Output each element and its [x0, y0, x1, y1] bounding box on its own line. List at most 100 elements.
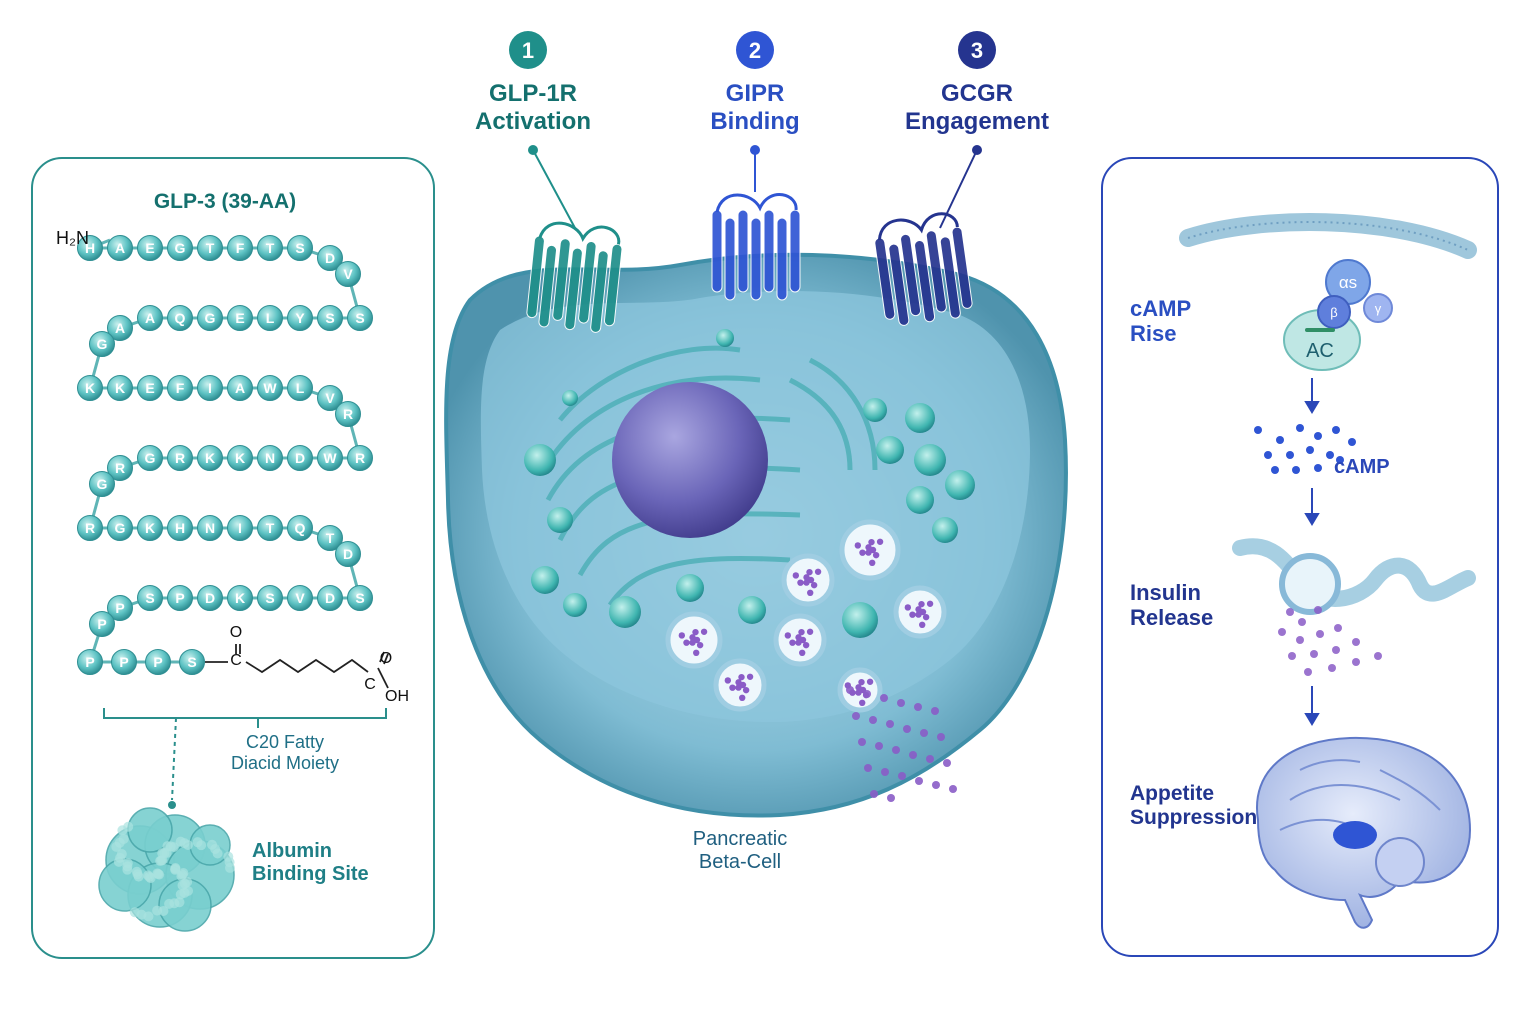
- amino-acid-bead: [107, 515, 133, 541]
- albumin-label: Albumin Binding Site: [252, 840, 369, 885]
- amino-acid-bead: [107, 375, 133, 401]
- amino-acid-bead: [257, 445, 283, 471]
- receptor-loop: [877, 212, 959, 241]
- cerebellum: [1375, 837, 1425, 887]
- released-insulin-particle: [1286, 608, 1294, 616]
- amino-acid-bead: [197, 445, 223, 471]
- released-insulin-particle: [1310, 650, 1318, 658]
- amino-acid-letter: R: [115, 460, 125, 476]
- amino-acid-letter: G: [115, 520, 126, 536]
- secreted-insulin-particle: [903, 725, 911, 733]
- secreted-insulin-particle: [863, 690, 871, 698]
- amino-acid-bead: [227, 515, 253, 541]
- released-insulin-particle: [1334, 624, 1342, 632]
- camp-molecule: [1254, 426, 1262, 434]
- amino-acid-bead: [227, 445, 253, 471]
- peptide-panel: [31, 157, 435, 959]
- insulin-particle: [918, 600, 925, 608]
- cell-label: Pancreatic Beta-Cell: [692, 828, 788, 873]
- n-terminus-label: H₂N: [56, 228, 89, 248]
- secreted-insulin-particle: [858, 738, 866, 746]
- secreted-insulin-particle: [875, 742, 883, 750]
- amino-acid-letter: D: [343, 546, 353, 562]
- amino-acid-bead: [137, 515, 163, 541]
- secreted-insulin-particle: [846, 686, 854, 694]
- amino-acid-bead: [257, 235, 283, 261]
- amino-acid-letter: D: [205, 590, 215, 606]
- amino-acid-bead: [107, 315, 133, 341]
- amino-acid-bead: [317, 385, 343, 411]
- secreted-insulin-particle: [887, 794, 895, 802]
- released-insulin-particle: [1288, 652, 1296, 660]
- amino-acid-bead: [179, 649, 205, 675]
- insulin-particle: [784, 632, 792, 639]
- step-1-badge: [509, 31, 547, 69]
- insulin-particle: [795, 639, 802, 646]
- insulin-particle: [724, 677, 732, 684]
- camp-label: cAMP: [1334, 456, 1390, 478]
- albumin-texture: [176, 871, 187, 882]
- amino-acid-letter: P: [97, 616, 106, 632]
- released-insulin-particle: [1304, 668, 1312, 676]
- transmembrane-helix: [603, 243, 623, 327]
- amino-acid-letter: K: [205, 450, 215, 466]
- amino-acid-letter: T: [266, 520, 275, 536]
- amino-acid-bead: [347, 305, 373, 331]
- camp-molecule: [1314, 464, 1322, 472]
- insulin-particle: [735, 684, 742, 691]
- amino-acid-bead: [167, 235, 193, 261]
- receptor-membrane: [1179, 213, 1477, 259]
- amino-acid-letter: A: [145, 310, 155, 326]
- nucleus: [612, 382, 768, 538]
- amino-acid-letter: Q: [295, 520, 306, 536]
- amino-acid-letter: V: [343, 266, 353, 282]
- amino-acid-letter: G: [145, 450, 156, 466]
- albumin-texture: [157, 855, 168, 866]
- released-insulin-particle: [1374, 652, 1382, 660]
- insulin-particle: [806, 628, 814, 635]
- amino-acid-letter: T: [326, 530, 335, 546]
- released-insulin: [1278, 606, 1382, 676]
- released-insulin-particle: [1332, 646, 1340, 654]
- albumin-texture: [224, 862, 235, 873]
- amino-acid-letter: L: [296, 380, 305, 396]
- albumin-texture: [164, 898, 175, 909]
- insulin-particle: [803, 579, 810, 586]
- amino-acid-bead: [287, 375, 313, 401]
- amino-acid-letter: L: [266, 310, 275, 326]
- insulin-particle: [810, 581, 818, 589]
- albumin-texture: [131, 866, 142, 877]
- amino-acid-bead: [227, 375, 253, 401]
- albumin-texture: [123, 821, 134, 832]
- insulin-particle: [792, 572, 800, 579]
- insulin-particle: [814, 568, 822, 575]
- acid-oh-label: OH: [385, 688, 409, 705]
- hypothalamus: [1333, 821, 1377, 849]
- released-insulin-particle: [1314, 606, 1322, 614]
- amino-acid-letter: E: [145, 380, 154, 396]
- insulin-particle: [926, 600, 934, 607]
- amino-acid-letter: K: [115, 380, 125, 396]
- peptide-title: GLP-3 (39-AA): [153, 190, 297, 213]
- amino-acid-bead: [77, 235, 103, 261]
- amino-acid-letter: H: [85, 240, 95, 256]
- insulin-granules: [665, 519, 947, 713]
- amino-acid-letter: S: [295, 240, 304, 256]
- gcgr-receptor: [874, 212, 973, 326]
- amino-acid-letter: R: [175, 450, 185, 466]
- amino-acid-letter: A: [115, 320, 125, 336]
- insulin-particle: [915, 611, 922, 618]
- amino-acid-letter: P: [153, 654, 162, 670]
- albumin-pointer-dot: [168, 801, 176, 809]
- insulin-particle: [689, 639, 696, 646]
- amino-acid-letter: S: [355, 590, 364, 606]
- amino-acid-letter: T: [266, 240, 275, 256]
- secreted-insulin-particle: [931, 707, 939, 715]
- amino-acid-bead: [257, 375, 283, 401]
- albumin-texture: [152, 868, 163, 879]
- amino-acid-letter: E: [235, 310, 244, 326]
- albumin-texture: [175, 889, 186, 900]
